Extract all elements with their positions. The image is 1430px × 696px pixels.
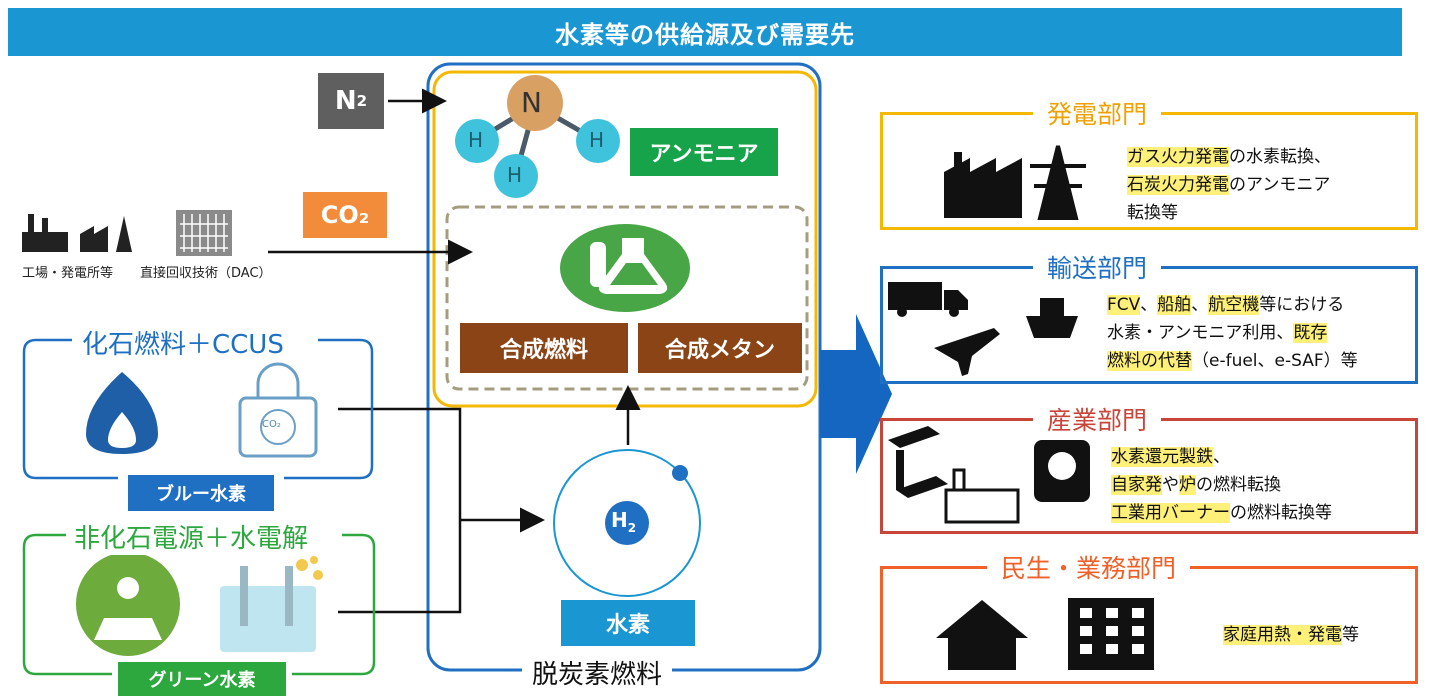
- sector-text: ガス火力発電の水素転換、石炭火力発電のアンモニア転換等: [1127, 143, 1331, 227]
- supply-arrow-icon: [820, 314, 892, 474]
- highlighted-text: 水素還元製鉄: [1111, 447, 1213, 467]
- highlighted-text: FCV: [1107, 295, 1141, 315]
- plain-text: 等: [1342, 625, 1359, 645]
- hydrogen-atom-label: H: [507, 163, 523, 187]
- plain-text: のアンモニア: [1229, 175, 1331, 195]
- plain-text: 転換等: [1127, 203, 1178, 223]
- highlighted-text: 石炭火力発電: [1127, 175, 1229, 195]
- renewable-group-title: 非化石電源＋水電解: [66, 518, 317, 555]
- highlighted-text: 炉: [1179, 475, 1196, 495]
- sector-text-line: FCV、船舶、航空機等における: [1107, 291, 1358, 319]
- sector-text-line: 家庭用熱・発電等: [1223, 621, 1359, 649]
- dac-unit-icon: [176, 210, 232, 256]
- sector-title: 輸送部門: [1033, 249, 1162, 285]
- nitrogen-atom-label: N: [521, 86, 542, 119]
- plain-text: や: [1162, 475, 1179, 495]
- page-title: 水素等の供給源及び需要先: [8, 8, 1402, 56]
- power-plant-icon: [80, 216, 132, 252]
- green-hydrogen-label: グリーン水素: [118, 662, 286, 696]
- sector-text-line: 工業用バーナーの燃料転換等: [1111, 499, 1332, 527]
- boiler-icon: [1034, 440, 1090, 502]
- sector-power: 発電部門 ガス火力発電の水素転換、石炭火力発電のアンモニア転換等: [880, 95, 1418, 230]
- co2-storage-icon: [238, 362, 318, 458]
- sector-text-line: 水素・アンモニア利用、既存: [1107, 319, 1358, 347]
- plain-text: 、: [1213, 447, 1230, 467]
- plain-text: 、: [1191, 295, 1209, 315]
- steel-beam-icon: [888, 426, 948, 498]
- hydrogen-label: 水素: [561, 600, 695, 646]
- sector-text-line: 水素還元製鉄、: [1111, 443, 1332, 471]
- hydrogen-atom-label: H: [468, 128, 484, 152]
- sector-text: FCV、船舶、航空機等における水素・アンモニア利用、既存燃料の代替（e-fuel…: [1107, 291, 1358, 375]
- synthetic-fuel-label: 合成燃料: [460, 323, 628, 373]
- synthetic-methane-label: 合成メタン: [638, 323, 802, 373]
- highlighted-text: 工業用バーナー: [1111, 503, 1230, 523]
- plain-text: 、: [1140, 295, 1158, 315]
- co2-icon-text: CO₂: [262, 419, 281, 430]
- sector-transport: 輸送部門 FCV、船舶、航空機等における水素・アンモニア利用、既存燃料の代替（e…: [880, 249, 1418, 384]
- power-plant-sector-icon: [944, 145, 1086, 220]
- highlighted-text: 燃料の代替: [1107, 351, 1192, 371]
- highlighted-text: 自家発: [1111, 475, 1162, 495]
- dac-caption: 直接回収技術（DAC）: [140, 266, 272, 281]
- sector-text: 家庭用熱・発電等: [1223, 621, 1359, 649]
- co2-box: CO₂: [303, 192, 387, 238]
- blue-hydrogen-label: ブルー水素: [128, 475, 274, 511]
- ammonia-label: アンモニア: [630, 128, 778, 176]
- decarbonized-fuel-label: 脱炭素燃料: [522, 654, 673, 691]
- sector-text-line: 石炭火力発電のアンモニア: [1127, 171, 1331, 199]
- chemistry-flask-icon: [560, 224, 690, 312]
- plain-text: 等における: [1259, 295, 1345, 315]
- ammonia-molecule-icon: [455, 75, 620, 198]
- sector-text-line: 転換等: [1127, 199, 1331, 227]
- plain-text: の燃料転換: [1196, 475, 1281, 495]
- sector-industry: 産業部門 水素還元製鉄、自家発や炉の燃料転換工業用バーナーの燃料転換等: [880, 401, 1418, 534]
- fossil-group-title: 化石燃料＋CCUS: [74, 324, 292, 361]
- highlighted-text: 船舶: [1157, 295, 1192, 315]
- hydrogen-atom-label: H: [589, 128, 605, 152]
- factory-caption: 工場・発電所等: [22, 266, 114, 281]
- factory-sector-icon: [944, 468, 1020, 524]
- airplane-icon: [934, 328, 1000, 376]
- sector-text: 水素還元製鉄、自家発や炉の燃料転換工業用バーナーの燃料転換等: [1111, 443, 1332, 527]
- sector-title: 発電部門: [1033, 95, 1162, 131]
- ship-icon: [1026, 298, 1078, 338]
- sector-title: 民生・業務部門: [987, 549, 1191, 585]
- factory-icon: [22, 214, 68, 252]
- highlighted-text: 既存: [1293, 323, 1328, 343]
- n2-subscript: 2: [356, 92, 368, 110]
- plain-text: 水素・アンモニア利用、: [1107, 323, 1294, 343]
- plain-text: （e-fuel、e-SAF）等: [1192, 351, 1358, 371]
- building-icon: [1068, 598, 1154, 670]
- flame-icon: [86, 372, 158, 454]
- sector-text-line: 自家発や炉の燃料転換: [1111, 471, 1332, 499]
- truck-icon: [888, 282, 968, 317]
- highlighted-text: 航空機: [1208, 295, 1260, 315]
- house-icon: [936, 600, 1028, 670]
- sector-text-line: 燃料の代替（e-fuel、e-SAF）等: [1107, 347, 1358, 375]
- highlighted-text: ガス火力発電: [1127, 147, 1229, 167]
- n2-symbol: N: [334, 86, 357, 116]
- highlighted-text: 家庭用熱・発電: [1223, 625, 1342, 645]
- electrolysis-tank-icon: [220, 556, 323, 652]
- h2-symbol: H2: [611, 508, 637, 535]
- sector-title: 産業部門: [1033, 401, 1162, 437]
- plain-text: の水素転換、: [1229, 147, 1331, 167]
- plain-text: の燃料転換等: [1230, 503, 1332, 523]
- synthetic-frame: [445, 205, 809, 391]
- sector-residential: 民生・業務部門 家庭用熱・発電等: [880, 549, 1418, 684]
- solar-panel-icon: [76, 552, 180, 656]
- sector-text-line: ガス火力発電の水素転換、: [1127, 143, 1331, 171]
- hydrogen-atom-icon: [553, 449, 701, 597]
